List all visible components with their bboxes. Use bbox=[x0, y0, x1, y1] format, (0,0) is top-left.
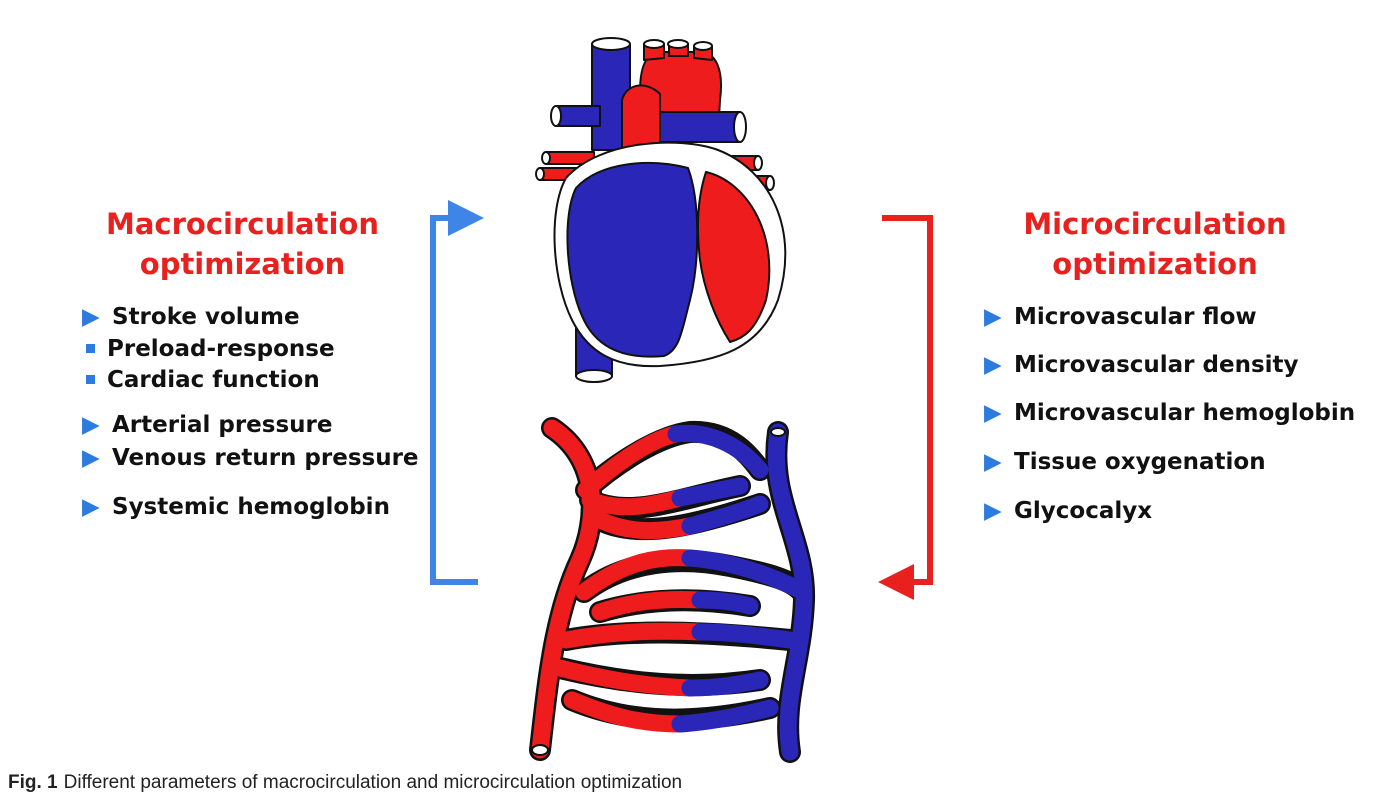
macrocirculation-heading: Macrocirculation optimization bbox=[70, 204, 415, 284]
list-item: Cardiac function bbox=[82, 365, 320, 395]
square-bullet-icon bbox=[86, 374, 95, 384]
list-item: ▶Venous return pressure bbox=[82, 445, 419, 471]
heading-line: Macrocirculation bbox=[106, 207, 379, 241]
list-item: Preload-response bbox=[82, 334, 335, 364]
triangle-bullet-icon: ▶ bbox=[82, 412, 100, 438]
list-item: ▶Tissue oxygenation bbox=[984, 449, 1266, 475]
microcirculation-heading: Microcirculation optimization bbox=[1000, 204, 1310, 284]
caption-text: Different parameters of macrocirculation… bbox=[63, 772, 683, 793]
triangle-bullet-icon: ▶ bbox=[984, 400, 1002, 426]
triangle-bullet-icon: ▶ bbox=[82, 494, 100, 520]
triangle-bullet-icon: ▶ bbox=[984, 304, 1002, 330]
list-item: ▶Microvascular flow bbox=[984, 304, 1257, 330]
triangle-bullet-icon: ▶ bbox=[984, 498, 1002, 524]
red-bracket-arrow-icon bbox=[878, 215, 933, 600]
triangle-bullet-icon: ▶ bbox=[82, 445, 100, 471]
list-item: ▶Glycocalyx bbox=[984, 498, 1153, 524]
triangle-bullet-icon: ▶ bbox=[984, 352, 1002, 378]
capillary-network-illustration-icon bbox=[529, 417, 816, 763]
list-item: ▶Microvascular density bbox=[984, 352, 1299, 378]
list-item: ▶Microvascular hemoglobin bbox=[984, 400, 1356, 426]
list-item: ▶Systemic hemoglobin bbox=[82, 494, 390, 520]
triangle-bullet-icon: ▶ bbox=[984, 449, 1002, 475]
triangle-bullet-icon: ▶ bbox=[82, 304, 100, 330]
heading-line: optimization bbox=[1052, 247, 1258, 281]
figure-label: Fig. 1 bbox=[8, 772, 58, 793]
blue-bracket-arrow-icon bbox=[430, 200, 484, 585]
heading-line: optimization bbox=[139, 247, 346, 281]
square-bullet-icon bbox=[86, 343, 95, 353]
heading-line: Microcirculation bbox=[1023, 207, 1287, 241]
heart-illustration-icon bbox=[535, 37, 787, 383]
list-item: ▶Stroke volume bbox=[82, 304, 300, 330]
list-item: ▶Arterial pressure bbox=[82, 412, 333, 438]
